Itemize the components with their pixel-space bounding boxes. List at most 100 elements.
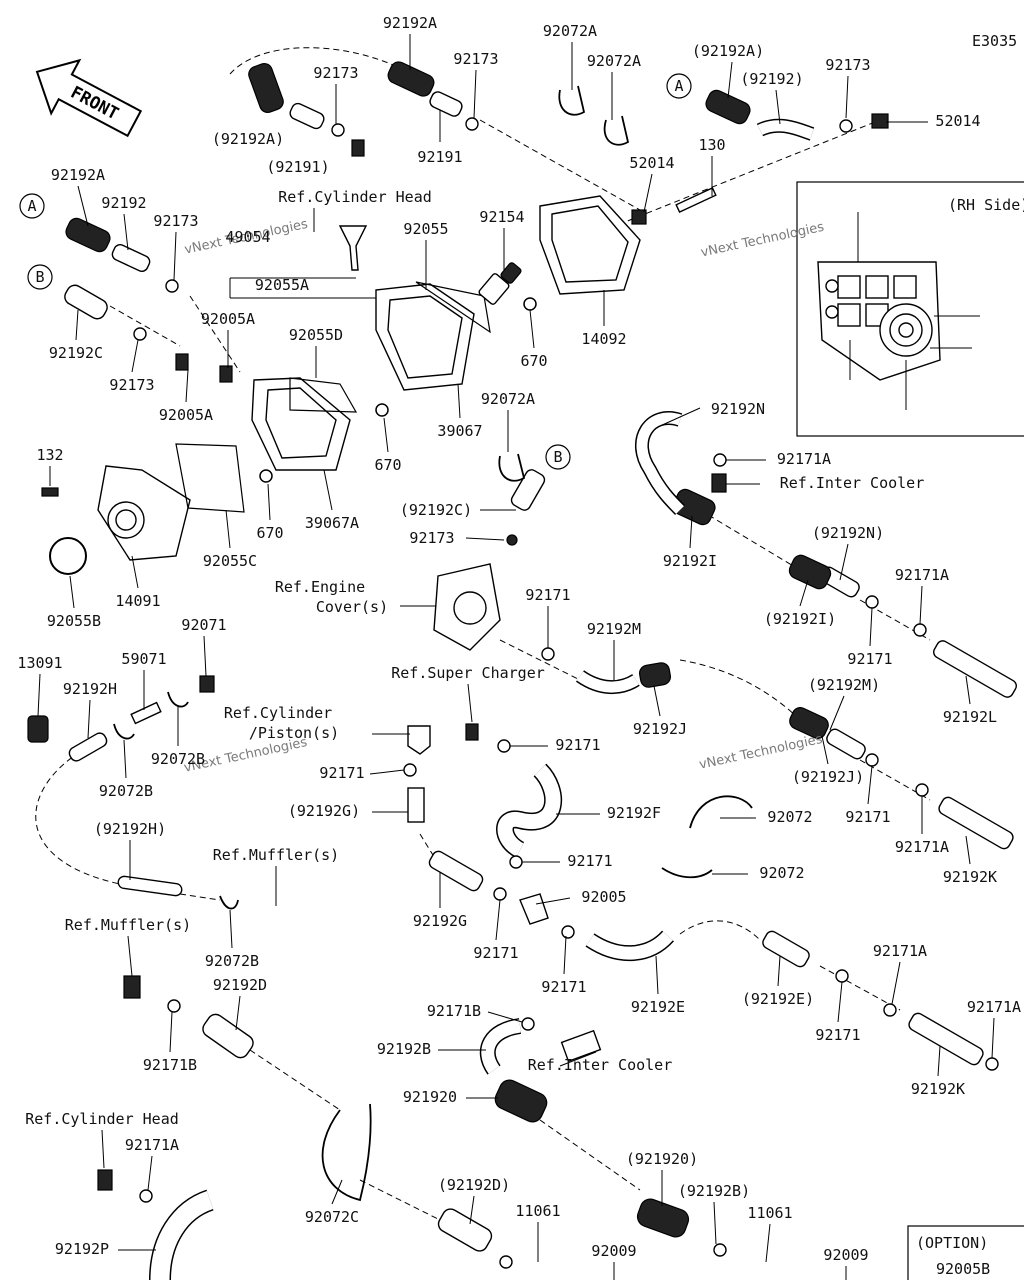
part-number-label: 92192M [587,620,641,638]
part-number-label: 92009 [591,1242,636,1260]
rh-side-inset: (RH Side) [796,181,1024,437]
part-number-label: 92072 [767,808,812,826]
bellows-hoses [494,488,832,1238]
part-number-label: Ref.Inter Cooler [528,1056,673,1074]
part-number-label: 92192K [911,1080,965,1098]
part-number-label: 92072A [587,52,641,70]
option-title: (OPTION) [916,1234,988,1252]
part-number-label: 92005A [201,310,255,328]
part-number-label: (92192A) [212,130,284,148]
part-number-label: 92005A [159,406,213,424]
part-number-label: 92192A [51,166,105,184]
part-number-label: (921920) [626,1150,698,1168]
part-number-label: 92171 [473,944,518,962]
callout-circle [545,444,571,470]
part-number-label: 39067A [305,514,359,532]
hose-clamps [133,117,999,1269]
part-number-label: 92154 [479,208,524,226]
part-number-label: (92192C) [400,501,472,519]
part-number-label: 14092 [581,330,626,348]
part-number-label: 92173 [109,376,154,394]
part-number-label: 52014 [629,154,674,172]
part-number-label: 92009 [823,1246,868,1264]
part-number-label: 59071 [121,650,166,668]
part-number-label: 92173 [313,64,358,82]
part-number-label: 92192J [633,720,687,738]
part-number-label: 92192E [631,998,685,1016]
short-tubes [68,91,866,968]
part-number-label: 92171A [895,838,949,856]
part-number-label: 92171 [815,1026,860,1044]
part-number-label: (92192) [740,70,803,88]
part-number-label: 11061 [515,1202,560,1220]
part-number-label: 92173 [825,56,870,74]
part-number-label: 92171 [847,650,892,668]
part-number-label: 11061 [747,1204,792,1222]
part-number-label: (92192H) [94,820,166,838]
part-number-label: (92192G) [288,802,360,820]
part-number-label: (92192A) [692,42,764,60]
part-number-label: Ref.Cylinder Head [278,188,432,206]
part-number-label: Ref.Engine [275,578,365,596]
part-number-label: 92171B [427,1002,481,1020]
part-number-label: 92192D [213,976,267,994]
part-number-label: 52014 [935,112,980,130]
part-number-label: (92192I) [764,610,836,628]
part-number-label: (92192B) [678,1182,750,1200]
part-number-label: 92192C [49,344,103,362]
part-number-label: (92191) [266,158,329,176]
part-number-label: 670 [374,456,401,474]
part-number-label: 92192K [943,868,997,886]
part-number-label: 39067 [437,422,482,440]
part-number-label: 92072B [151,750,205,768]
hose-92192a-top [65,61,751,253]
part-number-label: 92171 [541,978,586,996]
part-number-label: (92192D) [438,1176,510,1194]
part-number-label: 130 [698,136,725,154]
watermark-4: vNext Technologies [698,732,824,773]
part-number-label: Ref.Inter Cooler [780,474,925,492]
part-number-label: 92192L [943,708,997,726]
part-number-label: 49054 [225,228,270,246]
part-number-label: 92171 [319,764,364,782]
curved-hoses [149,118,815,1280]
part-number-label: 92072 [759,864,804,882]
part-number-label: (92192J) [792,768,864,786]
callout-letter: B [35,268,44,286]
part-number-label: 92192H [63,680,117,698]
part-number-label: 92171A [967,998,1021,1016]
long-tubes [908,640,1017,1066]
part-number-label: 92055 [403,220,448,238]
part-number-label: 92171A [125,1136,179,1154]
part-number-label: Ref.Cylinder Head [25,1110,179,1128]
part-number-label: Ref.Muffler(s) [213,846,339,864]
part-number-label: 92171 [525,586,570,604]
callout-letter: A [27,197,36,215]
part-number-label: 92192P [55,1240,109,1258]
part-number-label: 92055B [47,612,101,630]
part-number-label: 92055D [289,326,343,344]
part-number-label: (92192E) [742,990,814,1008]
part-number-label: Cover(s) [316,598,388,616]
part-number-label: (92192N) [812,524,884,542]
part-number-label: 92171A [777,450,831,468]
part-number-label: 670 [520,352,547,370]
part-number-label: 92192N [711,400,765,418]
part-number-label: 92171 [567,852,612,870]
part-number-label: 92171 [555,736,600,754]
callout-circle [27,264,53,290]
option-box: (OPTION) 92005B [907,1225,1024,1280]
part-number-label: 92192I [663,552,717,570]
part-number-label: 92191 [417,148,462,166]
part-number-label: 92173 [453,50,498,68]
o-rings-and-clips [49,85,753,1202]
diagram-code: E3035 [972,32,1017,50]
leader-lines [37,34,995,1280]
part-number-label: 92173 [409,529,454,547]
part-number-label: 92072C [305,1208,359,1226]
watermarks: vNext Technologies vNext Technologies vN… [183,217,826,776]
part-number-label: 92192A [383,14,437,32]
callout-letter: A [674,77,683,95]
